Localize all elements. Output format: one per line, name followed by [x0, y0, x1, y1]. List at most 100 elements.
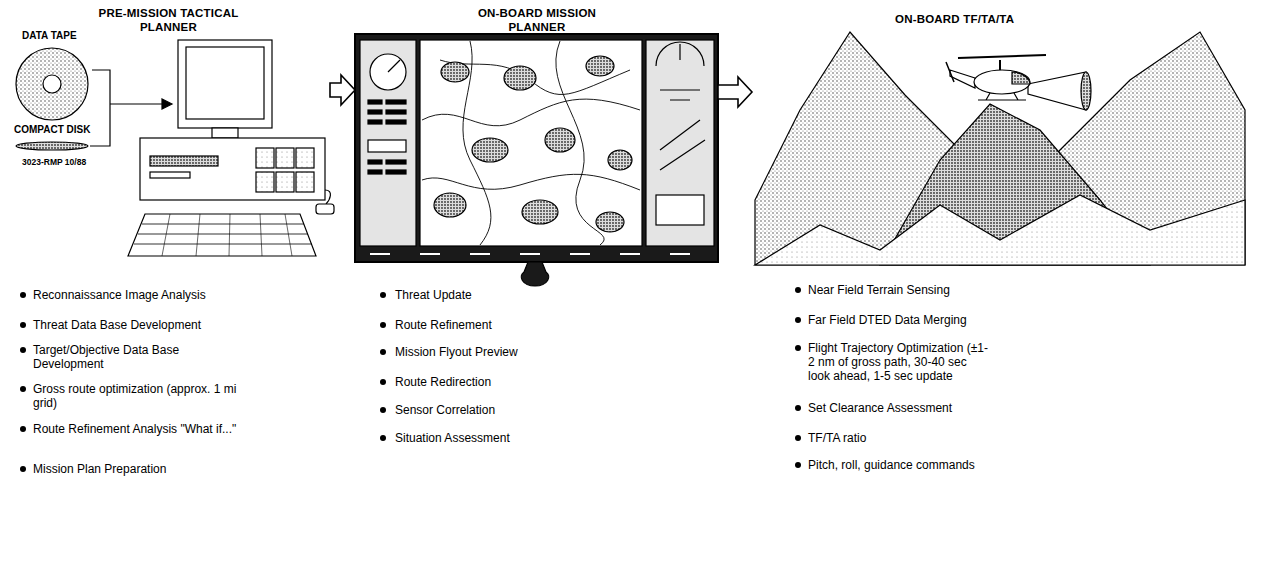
cockpit-display-part [370, 253, 690, 255]
cockpit-display-part [355, 34, 718, 262]
cockpit-display-part [368, 120, 382, 124]
terrain-illustration-part [958, 55, 1046, 58]
bullet-row: Gross route optimization (approx. 1 mi g… [20, 382, 238, 410]
computer-illustration-part [316, 204, 334, 214]
stage-panel: ON-BOARD MISSION PLANNERThreat UpdateRou… [355, 2, 718, 449]
bullet-item: Flight Trajectory Optimization (±1-2 nm … [808, 341, 990, 383]
bullet-item: Sensor Correlation [395, 403, 595, 417]
cockpit-display-part [386, 110, 406, 114]
bullet-dot [20, 466, 26, 472]
bullet-row: Sensor Correlation [380, 403, 595, 417]
bullet-row: Mission Plan Preparation [20, 462, 238, 476]
computer-illustration-part [140, 138, 325, 200]
cockpit-display-part [368, 170, 382, 174]
computer-illustration-part [150, 156, 218, 166]
bullet-dot [380, 435, 386, 441]
bullet-dot [795, 345, 801, 351]
cockpit-display-part [386, 170, 406, 174]
cockpit-display-part [386, 160, 406, 164]
bullet-item: Threat Data Base Development [33, 318, 238, 332]
panel-heading: PRE-MISSION TACTICAL PLANNER [86, 6, 251, 34]
cockpit-display-part [386, 120, 406, 124]
bullet-dot [795, 435, 801, 441]
bullet-item: Threat Update [395, 288, 595, 302]
computer-illustration-part [162, 99, 172, 109]
bullet-row: Route Redirection [380, 375, 595, 389]
computer-illustration-part [296, 148, 314, 168]
cockpit-display-part [422, 99, 640, 126]
cockpit-display-part [522, 200, 558, 224]
terrain-illustration [755, 32, 1245, 265]
cockpit-display-part [420, 40, 642, 246]
computer-illustration-part [128, 214, 316, 256]
computer-illustration-part [178, 40, 272, 128]
bullet-row: Far Field DTED Data Merging [795, 313, 990, 327]
bullet-dot [380, 322, 386, 328]
cockpit-display-part [545, 128, 575, 152]
terrain-illustration-part [999, 60, 1001, 70]
cockpit-display-part [422, 174, 640, 190]
cockpit-display-part [360, 40, 416, 246]
media-label: COMPACT DISK [14, 124, 90, 136]
bullet-item: Mission Plan Preparation [33, 462, 238, 476]
bullet-row: Pitch, roll, guidance commands [795, 458, 990, 472]
computer-illustration-part [110, 103, 164, 104]
cockpit-display-part [586, 56, 614, 76]
terrain-illustration-part [974, 70, 1030, 94]
terrain-illustration-part [1081, 72, 1091, 110]
bullet-row: Set Clearance Assessment [795, 401, 990, 415]
flow-arrow [718, 77, 752, 107]
cockpit-display-part [656, 195, 704, 225]
computer-illustration-part [256, 172, 274, 192]
cockpit-display-part [434, 193, 466, 217]
computer-illustration-part [256, 148, 274, 168]
bullet-dot [20, 386, 26, 392]
cockpit-display-part [368, 160, 382, 164]
cockpit-display [355, 34, 718, 286]
computer-illustration-part [325, 190, 330, 204]
bullet-item: Gross route optimization (approx. 1 mi g… [33, 382, 238, 410]
cockpit-display-part [368, 110, 382, 114]
bullet-row: Flight Trajectory Optimization (±1-2 nm … [795, 341, 990, 383]
cockpit-display-part [370, 54, 406, 90]
cockpit-display-part [646, 40, 714, 246]
bullet-dot [20, 322, 26, 328]
terrain-illustration-part [950, 70, 975, 88]
bullet-dot [20, 347, 26, 353]
computer-illustration-part [162, 214, 292, 256]
cockpit-display-part [608, 150, 632, 170]
bullet-dot [795, 462, 801, 468]
computer-illustration-part [43, 75, 61, 93]
bullet-dot [380, 407, 386, 413]
computer-illustration-part [16, 142, 88, 150]
bullet-item: Reconnaissance Image Analysis [33, 288, 238, 302]
cockpit-display-part [521, 262, 548, 286]
bullet-row: Situation Assessment [380, 431, 595, 445]
bullet-dot [380, 349, 386, 355]
panel-heading: ON-BOARD TF/TA/TA [895, 12, 1014, 26]
stage-panel: ON-BOARD TF/TA/TANear Field Terrain Sens… [752, 2, 1252, 476]
computer-illustration-part [90, 70, 110, 146]
computer-illustration-part [212, 128, 238, 138]
cockpit-display-part [660, 44, 700, 100]
bullet-dot [795, 287, 801, 293]
bullet-item: Route Redirection [395, 375, 595, 389]
bullet-row: Mission Flyout Preview [380, 345, 595, 359]
bullet-item: Route Refinement Analysis "What if..." [33, 422, 238, 436]
cockpit-display-part [368, 140, 406, 152]
computer-illustration-part [16, 48, 88, 120]
bullet-item: Pitch, roll, guidance commands [808, 458, 990, 472]
computer-illustration-part [276, 172, 294, 192]
bullet-row: Threat Update [380, 288, 595, 302]
bullet-item: TF/TA ratio [808, 431, 990, 445]
cockpit-display-part [504, 66, 536, 90]
stage-panel: PRE-MISSION TACTICAL PLANNER Reconnaissan… [14, 2, 330, 480]
computer-illustration-part [134, 224, 312, 244]
terrain-illustration-part [978, 93, 1026, 100]
computer-illustration-part [296, 172, 314, 192]
bullet-dot [20, 426, 26, 432]
bullet-item: Far Field DTED Data Merging [808, 313, 990, 327]
